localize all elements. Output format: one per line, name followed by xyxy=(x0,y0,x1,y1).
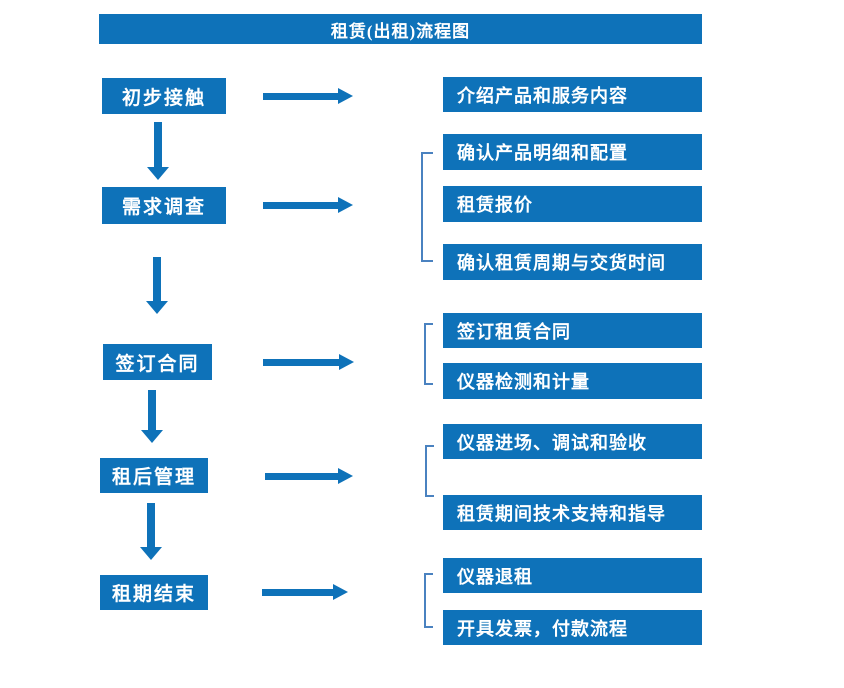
group-bracket xyxy=(421,152,433,262)
output-box-instrument-testing: 仪器检测和计量 xyxy=(443,363,702,399)
output-box-instrument-setup: 仪器进场、调试和验收 xyxy=(443,424,702,459)
arrow-head xyxy=(141,430,163,443)
arrow-shaft xyxy=(263,201,338,209)
right-arrow-icon xyxy=(262,584,348,600)
arrow-shaft xyxy=(263,358,339,366)
output-box-confirm-product-details: 确认产品明细和配置 xyxy=(443,134,702,170)
group-bracket xyxy=(424,573,433,628)
arrow-head xyxy=(339,354,354,370)
arrow-shaft xyxy=(265,472,338,480)
arrow-head xyxy=(146,301,168,314)
group-bracket xyxy=(425,445,434,497)
stage-box-sign-contract: 签订合同 xyxy=(103,344,212,380)
arrow-shaft xyxy=(147,503,155,547)
right-arrow-icon xyxy=(265,468,353,484)
output-box-instrument-return: 仪器退租 xyxy=(443,558,702,593)
arrow-head xyxy=(338,468,353,484)
output-box-invoice-payment: 开具发票，付款流程 xyxy=(443,610,702,645)
arrow-head xyxy=(147,167,169,180)
output-box-confirm-rental-period: 确认租赁周期与交货时间 xyxy=(443,244,702,280)
right-arrow-icon xyxy=(263,354,354,370)
output-box-technical-support: 租赁期间技术支持和指导 xyxy=(443,495,702,530)
arrow-shaft xyxy=(262,588,333,596)
right-arrow-icon xyxy=(263,197,353,213)
stage-box-rental-end: 租期结束 xyxy=(100,575,208,610)
stage-box-post-rental-management: 租后管理 xyxy=(100,458,208,493)
arrow-shaft xyxy=(263,92,338,100)
stage-box-demand-survey: 需求调查 xyxy=(102,187,226,224)
arrow-shaft xyxy=(148,390,156,430)
group-bracket xyxy=(424,323,433,385)
right-arrow-icon xyxy=(263,88,353,104)
arrow-head xyxy=(140,547,162,560)
down-arrow-icon xyxy=(140,503,162,560)
flowchart-title: 租赁(出租)流程图 xyxy=(99,14,702,44)
arrow-head xyxy=(338,197,353,213)
down-arrow-icon xyxy=(147,122,169,180)
arrow-head xyxy=(333,584,348,600)
arrow-head xyxy=(338,88,353,104)
output-box-rental-quotation: 租赁报价 xyxy=(443,186,702,222)
down-arrow-icon xyxy=(146,257,168,314)
stage-box-initial-contact: 初步接触 xyxy=(102,78,226,114)
arrow-shaft xyxy=(154,122,162,167)
down-arrow-icon xyxy=(141,390,163,443)
output-box-introduce-products: 介绍产品和服务内容 xyxy=(443,77,702,112)
arrow-shaft xyxy=(153,257,161,301)
output-box-sign-rental-contract: 签订租赁合同 xyxy=(443,313,702,348)
